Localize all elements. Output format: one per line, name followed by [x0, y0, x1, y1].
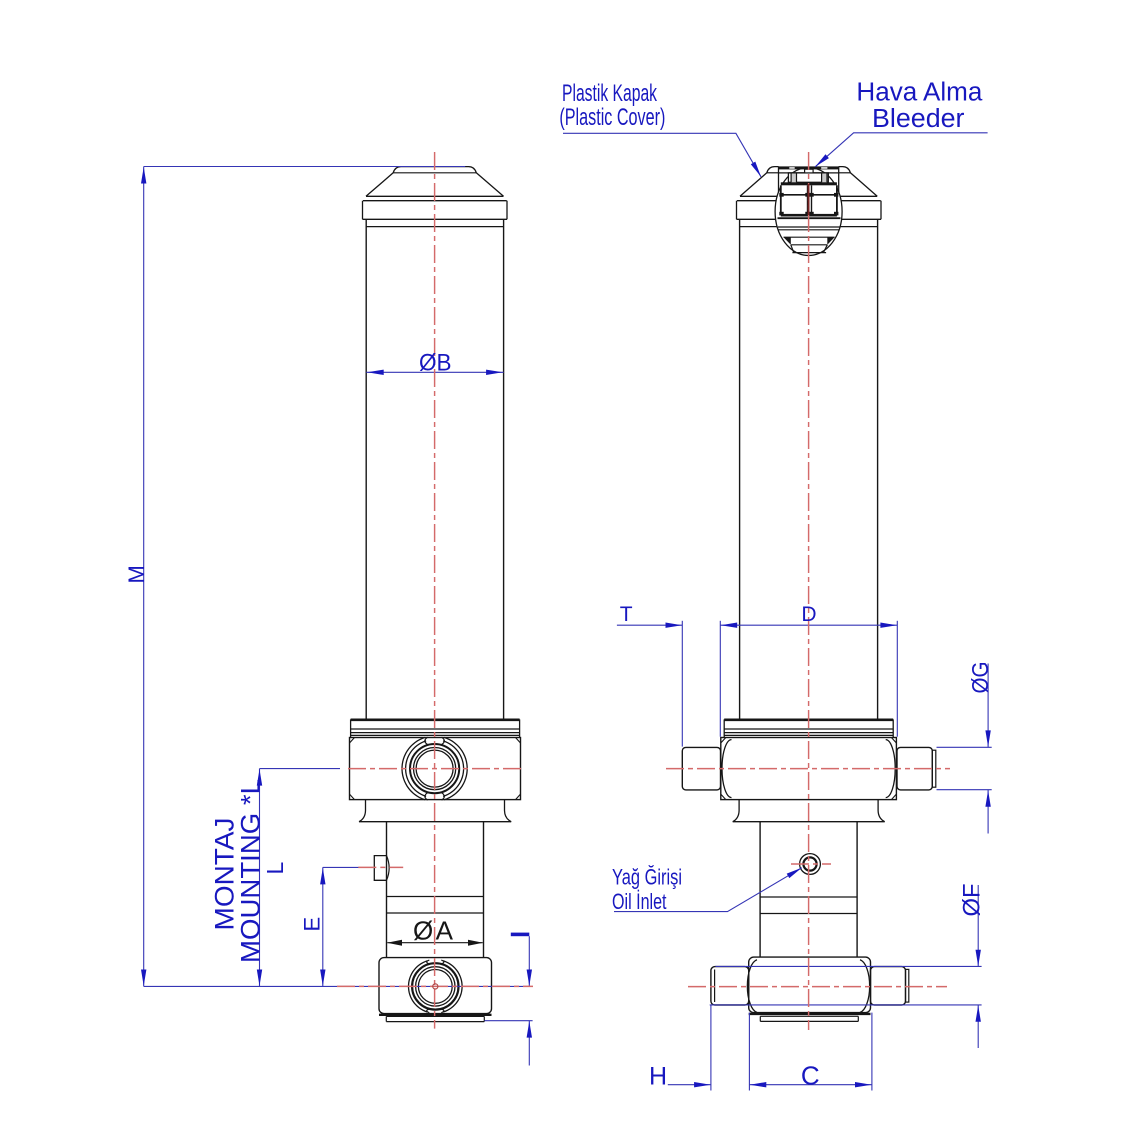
- svg-text:E: E: [300, 917, 325, 932]
- svg-text:H: H: [649, 1063, 667, 1091]
- svg-text:ØF: ØF: [958, 884, 985, 917]
- svg-text:ØB: ØB: [419, 350, 452, 377]
- svg-text:MOUNTING *L: MOUNTING *L: [236, 779, 266, 963]
- svg-text:D: D: [801, 603, 816, 626]
- svg-text:L: L: [262, 862, 288, 875]
- svg-text:T: T: [620, 603, 633, 626]
- svg-text:C: C: [801, 1061, 820, 1091]
- svg-text:ØG: ØG: [967, 662, 993, 694]
- svg-text:M: M: [124, 565, 149, 583]
- svg-text:(Plastic Cover): (Plastic Cover): [559, 104, 665, 131]
- svg-text:Yağ Ğirişi: Yağ Ğirişi: [612, 865, 682, 890]
- svg-text:Oil İnlet: Oil İnlet: [612, 889, 667, 914]
- svg-text:Hava Alma: Hava Alma: [856, 79, 983, 107]
- svg-text:Plastik Kapak: Plastik Kapak: [562, 80, 658, 107]
- svg-text:Bleeder: Bleeder: [872, 105, 965, 133]
- svg-text:MONTAJ: MONTAJ: [209, 818, 239, 931]
